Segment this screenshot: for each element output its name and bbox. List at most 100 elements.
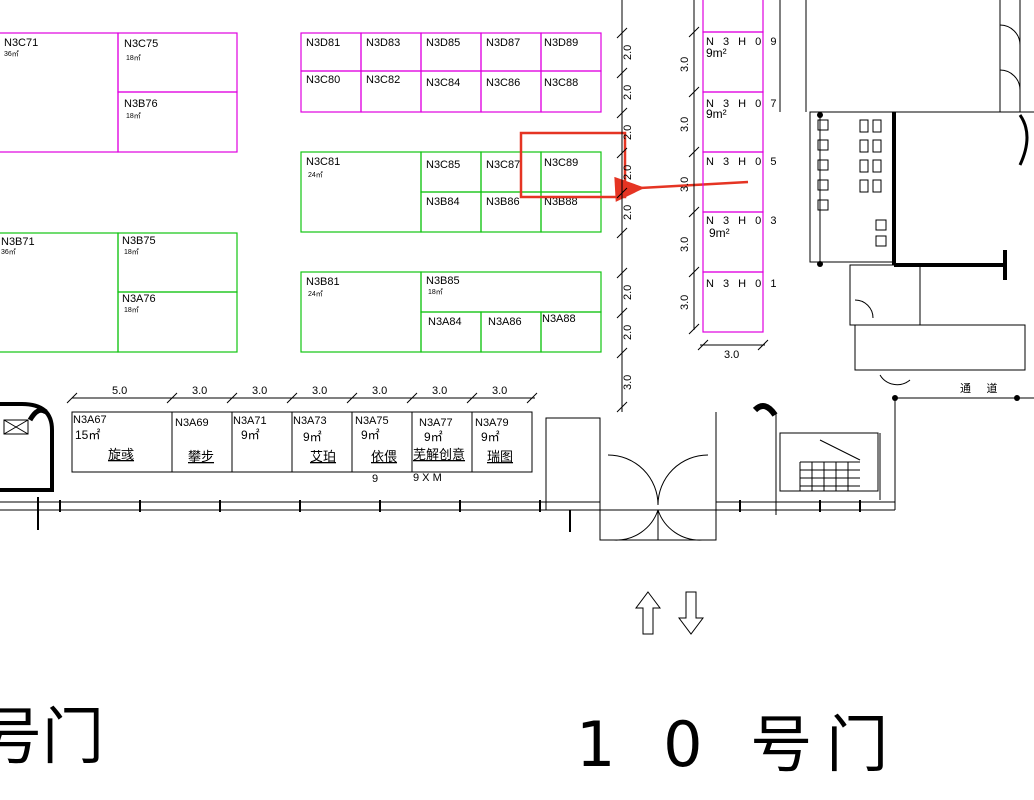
booth-id: N3A67 [73, 414, 107, 426]
dimension-label: 3.0 [492, 385, 507, 397]
right-dimension-column: 2.0 2.0 2.0 2.0 2.0 2.0 2.0 3.0 [616, 0, 634, 413]
dimension-label: 3.0 [312, 385, 327, 397]
booth-N3C88[interactable] [540, 70, 602, 113]
dimension-label: 3.0 [679, 177, 691, 192]
booth-id: N3A75 [355, 415, 389, 427]
dimension-label: 2.0 [622, 125, 634, 140]
company-name: 攀步 [188, 450, 214, 465]
booth-id: N3D85 [426, 37, 460, 49]
dimension-label: 3.0 [724, 349, 739, 361]
booth-id: N3A79 [475, 417, 509, 429]
booth-N3B76[interactable] [117, 91, 238, 153]
booth-id: N3D81 [306, 37, 340, 49]
booth-N3A88[interactable] [540, 311, 602, 353]
booth-id: N3B81 [306, 276, 340, 288]
booth-area: 24㎡ [308, 290, 323, 298]
booth-area: 9m² [709, 226, 730, 240]
dimension-label: 3.0 [679, 57, 691, 72]
booth-id: N3B86 [486, 196, 520, 208]
booth-area: 9㎡ [303, 430, 322, 444]
booth-area: 18㎡ [428, 288, 443, 296]
company-name: 旋彧 [108, 448, 134, 463]
booth-id: N3C84 [426, 77, 460, 89]
booth-id: N3C86 [486, 77, 520, 89]
center-middle-booth-block: N3C81 24㎡ N3C85 N3C87 N3C89 N3B84 N3B86 … [300, 151, 602, 353]
hall-wall [0, 400, 896, 541]
entrance-arrows [635, 591, 704, 635]
dimension-label: 3.0 [372, 385, 387, 397]
dimension-label: 3.0 [622, 375, 634, 390]
booth-id: N3A71 [233, 415, 267, 427]
dimension-label: 2.0 [622, 325, 634, 340]
booth-id: N3C87 [486, 159, 520, 171]
dimension-label: 2.0 [622, 285, 634, 300]
booth-id: N 3 H 0 1 [706, 278, 779, 290]
dimension-label: 3.0 [432, 385, 447, 397]
booth-id: N3C75 [124, 38, 158, 50]
booth-area: 9m² [706, 107, 727, 121]
booth-id: N3B88 [544, 196, 578, 208]
dimension-label: 3.0 [252, 385, 267, 397]
booth-area: 18㎡ [124, 306, 139, 314]
booth-N3A76[interactable] [117, 291, 238, 353]
left-booth-block: N3C71 36㎡ N3C75 18㎡ N3B76 18㎡ N3B71 36㎡ … [0, 32, 238, 353]
booth-area: 36㎡ [1, 248, 16, 256]
booth-id: N3A76 [122, 293, 156, 305]
booth-area: 24㎡ [308, 171, 323, 179]
booth-area: 18㎡ [126, 112, 141, 120]
dimension-label: 2.0 [622, 85, 634, 100]
booth-id: N3A77 [419, 417, 453, 429]
gate-left-label: 号门 [0, 700, 104, 773]
booth-id: N3C81 [306, 156, 340, 168]
booth-id: N3C89 [544, 157, 578, 169]
booth-N3B71[interactable] [0, 232, 119, 353]
booth-id: N3C88 [544, 77, 578, 89]
booth-N3A79[interactable] [471, 411, 533, 473]
booth-N3B88[interactable] [540, 191, 602, 233]
arrow-down-icon [678, 591, 704, 635]
booth-id: N3B71 [1, 236, 35, 248]
center-top-booth-block: N3D81 N3D83 N3D85 N3D87 N3D89 N3C80 N3C8… [300, 32, 602, 113]
note-label: 9 X M [413, 472, 442, 484]
main-entrance-doors [599, 454, 717, 541]
booth-id: N3D87 [486, 37, 520, 49]
booth-id: N3A86 [488, 316, 522, 328]
dimension-label: 2.0 [622, 45, 634, 60]
h-booth-column: N 3 H 0 9 9m² N 3 H 0 7 9m² N 3 H 0 5 N … [679, 0, 779, 361]
booth-N3H01[interactable] [702, 271, 764, 333]
booth-id: N 3 H 0 5 [706, 156, 779, 168]
dimension-label: 5.0 [112, 385, 127, 397]
corridor-label: 通 道 [960, 381, 1004, 395]
highlight-box [519, 131, 627, 199]
gate-right-label: 1 0 号门 [576, 708, 902, 781]
left-service-room [0, 402, 54, 492]
company-name: 依偎 [371, 450, 397, 465]
service-building: 通 道 [715, 0, 1034, 515]
booth-id: N3A84 [428, 316, 462, 328]
booth-N3C85[interactable] [420, 151, 482, 193]
bottom-booth-row: 5.0 3.0 3.0 3.0 3.0 3.0 3.0 N3A67 15㎡ 旋彧… [66, 385, 538, 485]
dimension-label: 3.0 [679, 117, 691, 132]
booth-id: N3B76 [124, 98, 158, 110]
dimension-label: 3.0 [679, 237, 691, 252]
hose-icon [752, 403, 778, 417]
dimension-label: 3.0 [679, 295, 691, 310]
booth-area: 36㎡ [4, 50, 19, 58]
booth-area: 9㎡ [481, 430, 500, 444]
booth-id: N3A69 [175, 417, 209, 429]
company-name: 瑞图 [487, 450, 513, 465]
booth-id: N3B84 [426, 196, 460, 208]
dimension-label: 2.0 [622, 205, 634, 220]
booth-id: N3C71 [4, 37, 38, 49]
note-label: 9 [372, 473, 378, 485]
booth-id: N3D83 [366, 37, 400, 49]
arrow-up-icon [635, 591, 661, 635]
booth-area: 9㎡ [241, 428, 260, 442]
booth-id: N3A88 [542, 313, 576, 325]
booth-id: N3D89 [544, 37, 578, 49]
booth-N3C87[interactable] [480, 151, 542, 193]
booth-area: 18㎡ [126, 54, 141, 62]
booth-id: N 3 H 0 7 [706, 98, 779, 110]
booth-id: N3C85 [426, 159, 460, 171]
booth-area: 18㎡ [124, 248, 139, 256]
